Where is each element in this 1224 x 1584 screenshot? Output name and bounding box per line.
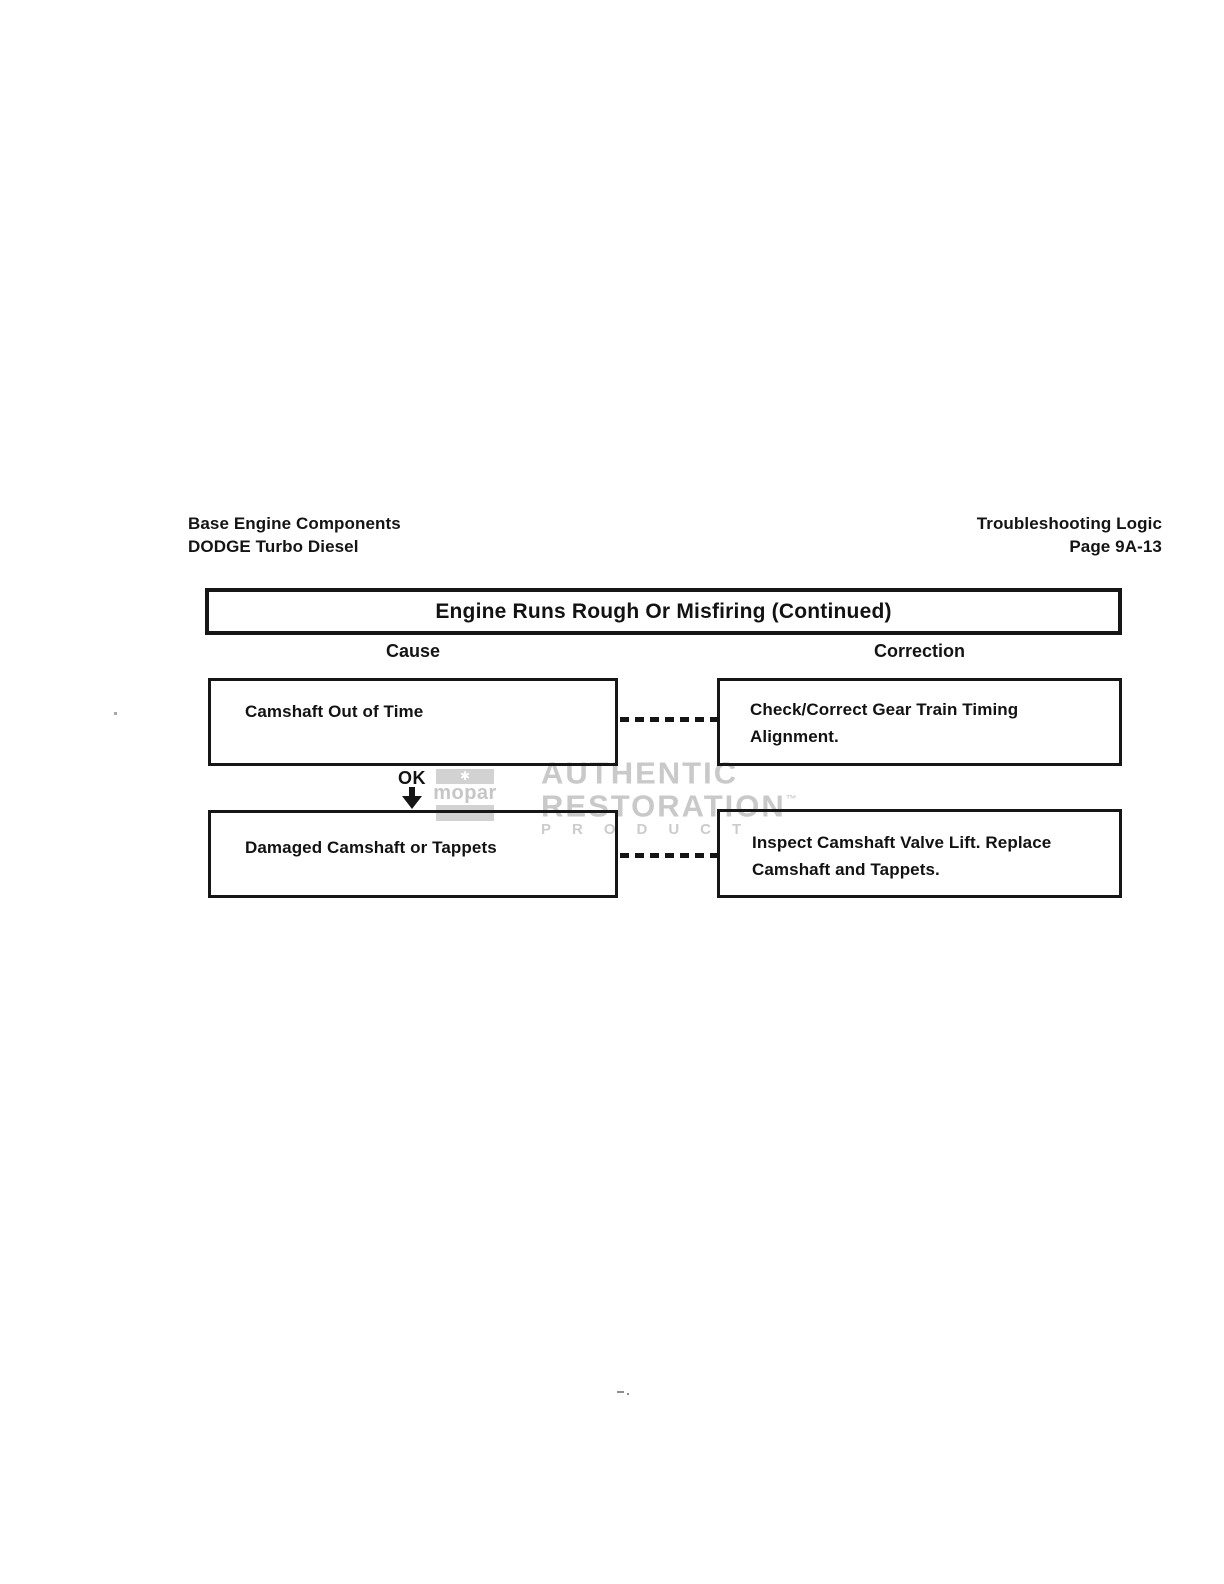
flowchart-title: Engine Runs Rough Or Misfiring (Continue…	[435, 599, 892, 623]
chapter-title: Troubleshooting Logic	[976, 514, 1162, 533]
trademark-symbol: ™	[785, 793, 797, 806]
cause-box-1: Camshaft Out of Time	[208, 678, 618, 766]
mopar-wordmark: mopar	[433, 782, 497, 804]
dashed-connector-1	[620, 717, 717, 722]
manual-title: DODGE Turbo Diesel	[188, 537, 359, 556]
page-header-left: Base Engine Components DODGE Turbo Diese…	[188, 512, 401, 558]
cause-text-1: Camshaft Out of Time	[245, 702, 424, 721]
scan-speck	[617, 1391, 624, 1393]
pentastar-icon: ✱	[436, 769, 494, 784]
scan-speck	[114, 712, 117, 715]
cause-text-2: Damaged Camshaft or Tappets	[245, 838, 497, 857]
flowchart-title-box: Engine Runs Rough Or Misfiring (Continue…	[205, 588, 1122, 635]
column-header-cause: Cause	[385, 641, 441, 661]
down-arrow-icon	[409, 787, 415, 799]
column-header-correction: Correction	[873, 641, 965, 661]
cause-box-2: Damaged Camshaft or Tappets	[208, 810, 618, 898]
scan-speck	[627, 1393, 629, 1395]
down-arrow-icon	[402, 796, 422, 809]
correction-box-2: Inspect Camshaft Valve Lift. Replace Cam…	[717, 809, 1122, 898]
ok-connector-label: OK	[398, 768, 426, 788]
dashed-connector-2	[620, 853, 717, 858]
page-number: Page 9A-13	[1069, 537, 1162, 556]
correction-box-1: Check/Correct Gear Train Timing Alignmen…	[717, 678, 1122, 766]
page-header-right: Troubleshooting Logic Page 9A-13	[977, 512, 1162, 558]
correction-text-1: Check/Correct Gear Train Timing Alignmen…	[750, 700, 1019, 746]
section-title: Base Engine Components	[188, 514, 401, 533]
correction-text-2: Inspect Camshaft Valve Lift. Replace Cam…	[752, 833, 1052, 879]
